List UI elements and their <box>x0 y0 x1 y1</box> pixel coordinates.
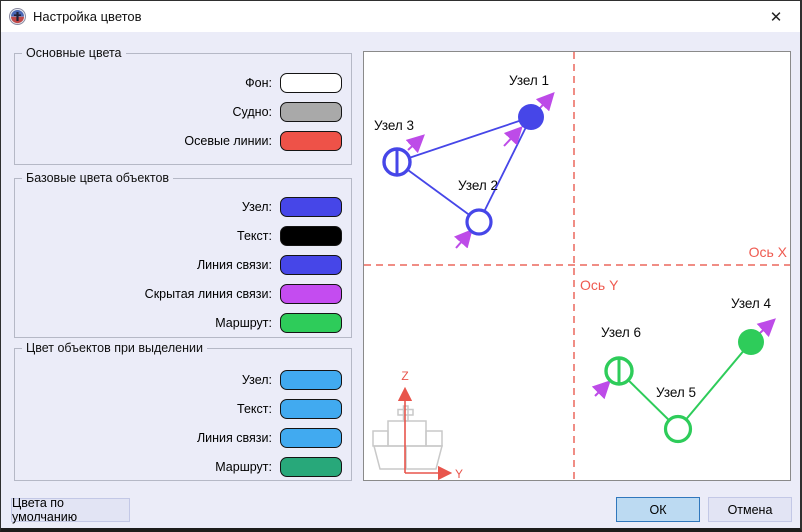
axis-y-label: Ось Y <box>580 277 619 293</box>
ship-wing-left <box>372 430 389 447</box>
row-label: Текст: <box>237 229 272 243</box>
node-5-circle <box>663 414 693 444</box>
row-label: Маршрут: <box>215 460 272 474</box>
node-2-circle <box>465 208 493 236</box>
ship-icon <box>372 405 443 470</box>
window-title: Настройка цветов <box>33 9 142 24</box>
ship-axis-z-label: Z <box>401 369 408 383</box>
sel-link-line-color-swatch[interactable] <box>280 428 342 448</box>
ship-wing-right <box>425 430 443 447</box>
node-1-circle <box>518 104 544 130</box>
sel-node-color-swatch[interactable] <box>280 370 342 390</box>
heading-arrow-node3 <box>405 134 425 154</box>
ship-logo-icon <box>9 8 26 25</box>
node-4-label: Узел 4 <box>731 296 772 311</box>
node-6-label: Узел 6 <box>601 325 641 340</box>
color-row-link-line: Линия связи: <box>15 255 342 275</box>
route-color-swatch[interactable] <box>280 313 342 333</box>
group-main-colors: Основные цвета Фон: Судно: Осевые линии: <box>14 46 352 165</box>
row-label: Текст: <box>237 402 272 416</box>
background-color-swatch[interactable] <box>280 73 342 93</box>
group-title: Базовые цвета объектов <box>22 171 174 185</box>
ok-button[interactable]: ОК <box>616 497 700 522</box>
titlebar: Настройка цветов ✕ <box>1 1 800 32</box>
group-title: Основные цвета <box>22 46 126 60</box>
row-label: Линия связи: <box>196 431 272 445</box>
sel-route-color-swatch[interactable] <box>280 457 342 477</box>
close-icon[interactable]: ✕ <box>769 9 783 26</box>
color-row-route: Маршрут: <box>15 313 342 333</box>
row-label: Узел: <box>241 200 272 214</box>
preview-graphic: Ось X Ось Y Узе <box>364 52 790 481</box>
ship-axis-y-label: Y <box>455 467 463 480</box>
ship-hull <box>373 445 443 470</box>
vessel-color-swatch[interactable] <box>280 102 342 122</box>
row-label: Узел: <box>241 373 272 387</box>
color-row-hidden-link: Скрытая линия связи: <box>15 284 342 304</box>
row-label: Линия связи: <box>196 258 272 272</box>
axis-lines-color-swatch[interactable] <box>280 131 342 151</box>
link-line-3-2 <box>396 161 480 223</box>
color-row-sel-link-line: Линия связи: <box>15 428 342 448</box>
preview-canvas: Ось X Ось Y Узе <box>363 51 791 481</box>
axis-x-label: Ось X <box>749 244 788 260</box>
color-row-sel-route: Маршрут: <box>15 457 342 477</box>
group-selection-colors: Цвет объектов при выделении Узел: Текст:… <box>14 341 352 481</box>
node-4-circle <box>738 329 764 355</box>
color-row-text: Текст: <box>15 226 342 246</box>
row-label: Фон: <box>245 76 272 90</box>
group-base-object-colors: Базовые цвета объектов Узел: Текст: Лини… <box>14 171 352 338</box>
heading-arrow-node2 <box>454 228 473 249</box>
node-2-label: Узел 2 <box>458 178 498 193</box>
color-row-sel-node: Узел: <box>15 370 342 390</box>
heading-arrow-node1-in <box>503 126 523 147</box>
color-row-axis-lines: Осевые линии: <box>15 131 342 151</box>
hidden-link-color-swatch[interactable] <box>280 284 342 304</box>
color-row-background: Фон: <box>15 73 342 93</box>
heading-arrow-node4 <box>756 318 776 338</box>
node-3-label: Узел 3 <box>374 118 414 133</box>
node-1-label: Узел 1 <box>509 73 549 88</box>
row-label: Судно: <box>232 105 272 119</box>
node-color-swatch[interactable] <box>280 197 342 217</box>
color-row-sel-text: Текст: <box>15 399 342 419</box>
group-title: Цвет объектов при выделении <box>22 341 207 355</box>
color-row-node: Узел: <box>15 197 342 217</box>
row-label: Маршрут: <box>215 316 272 330</box>
sel-text-color-swatch[interactable] <box>280 399 342 419</box>
route-line-5-4 <box>677 341 752 430</box>
link-line-3-1 <box>396 116 532 163</box>
link-line-color-swatch[interactable] <box>280 255 342 275</box>
heading-arrow-node1-out <box>535 92 555 112</box>
text-color-swatch[interactable] <box>280 226 342 246</box>
default-colors-button[interactable]: Цвета по умолчанию <box>11 496 130 524</box>
ship-superstructure <box>387 420 427 447</box>
cancel-button[interactable]: Отмена <box>708 497 792 522</box>
row-label: Осевые линии: <box>184 134 272 148</box>
heading-arrow-node6 <box>591 380 611 400</box>
color-row-vessel: Судно: <box>15 102 342 122</box>
node-5-label: Узел 5 <box>656 385 696 400</box>
row-label: Скрытая линия связи: <box>144 287 272 301</box>
